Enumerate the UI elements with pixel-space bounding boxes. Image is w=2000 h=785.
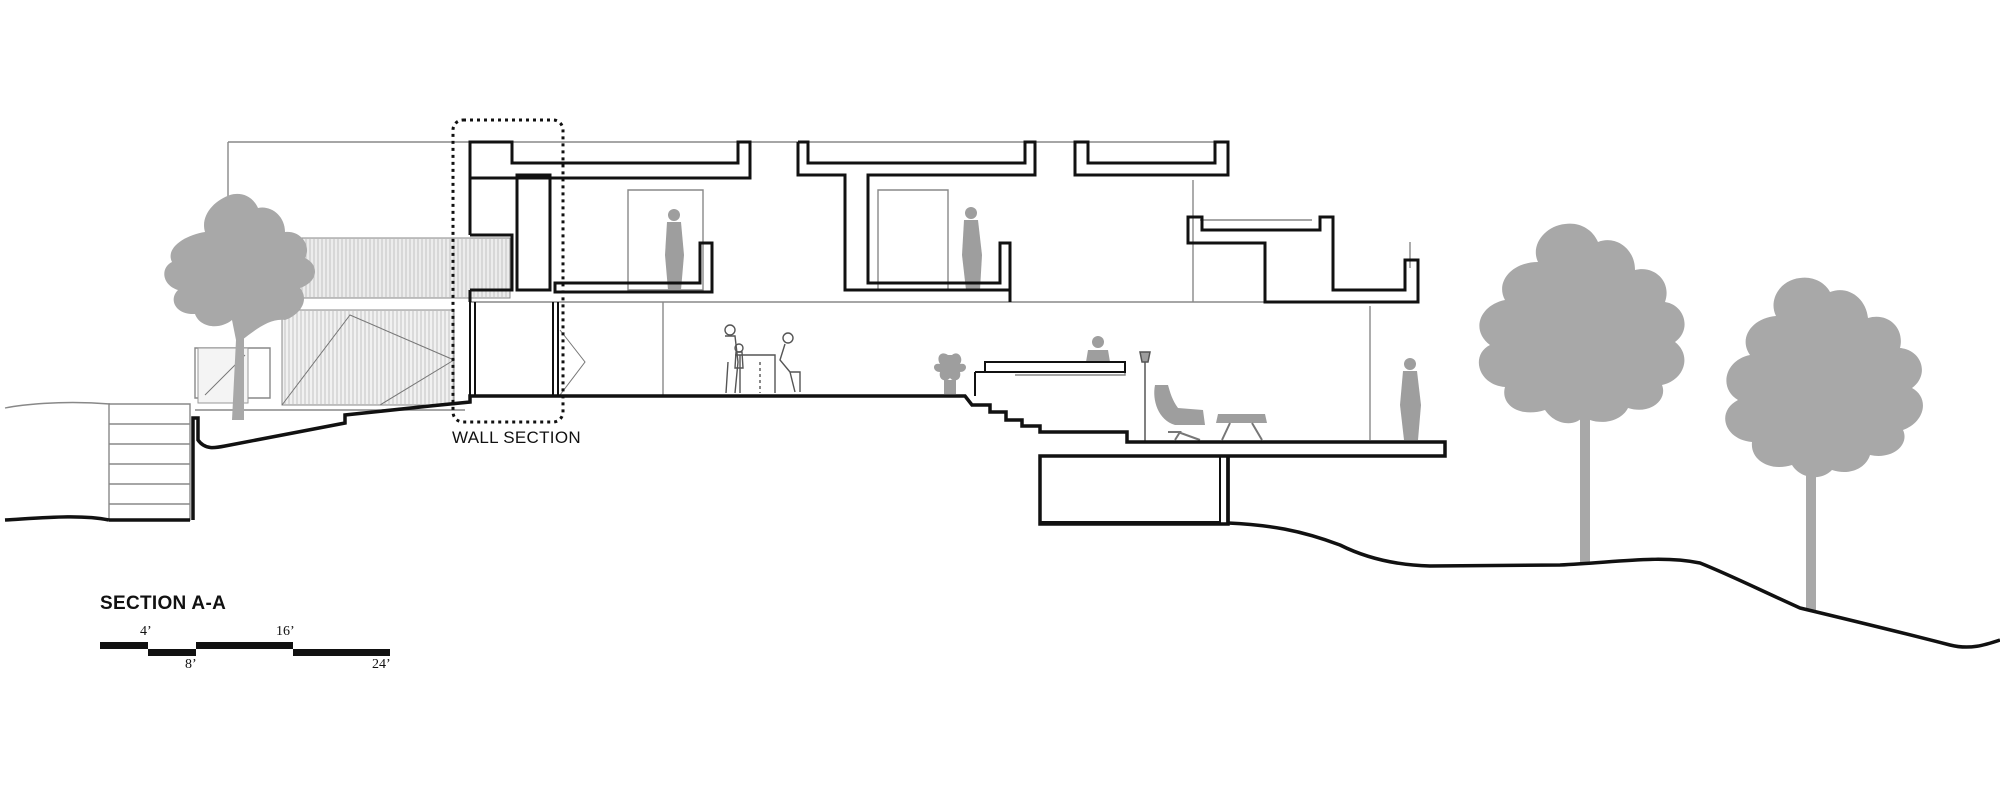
person-icon: [1086, 336, 1110, 362]
tree-icon: [164, 193, 316, 420]
section-title: SECTION A-A: [100, 593, 227, 614]
lounge-chair-icon: [1154, 385, 1205, 441]
building-thin-lines: [4, 141, 1415, 521]
scale-tick-label: 4’: [140, 624, 152, 639]
scale-bar: [100, 642, 390, 656]
person-icon: [962, 207, 982, 290]
tree-icon: [1725, 277, 1923, 610]
scale-tick-label: 8’: [185, 657, 197, 672]
wall-section-callout: [451, 118, 565, 424]
tree-icon: [1478, 223, 1685, 563]
lower-slab: [974, 361, 1221, 523]
potted-plant-icon: [934, 353, 966, 394]
building-structure: [468, 140, 1420, 395]
wall-section-label: WALL SECTION: [452, 428, 581, 447]
ottoman-icon: [1216, 414, 1267, 441]
scale-tick-label: 24’: [372, 657, 391, 672]
floor-lamp-icon: [1139, 351, 1151, 442]
person-icon: [724, 324, 801, 394]
person-icon: [665, 209, 684, 290]
ground-line: [4, 394, 2000, 649]
scale-tick-label: 16’: [276, 624, 295, 639]
person-icon: [1400, 358, 1421, 440]
